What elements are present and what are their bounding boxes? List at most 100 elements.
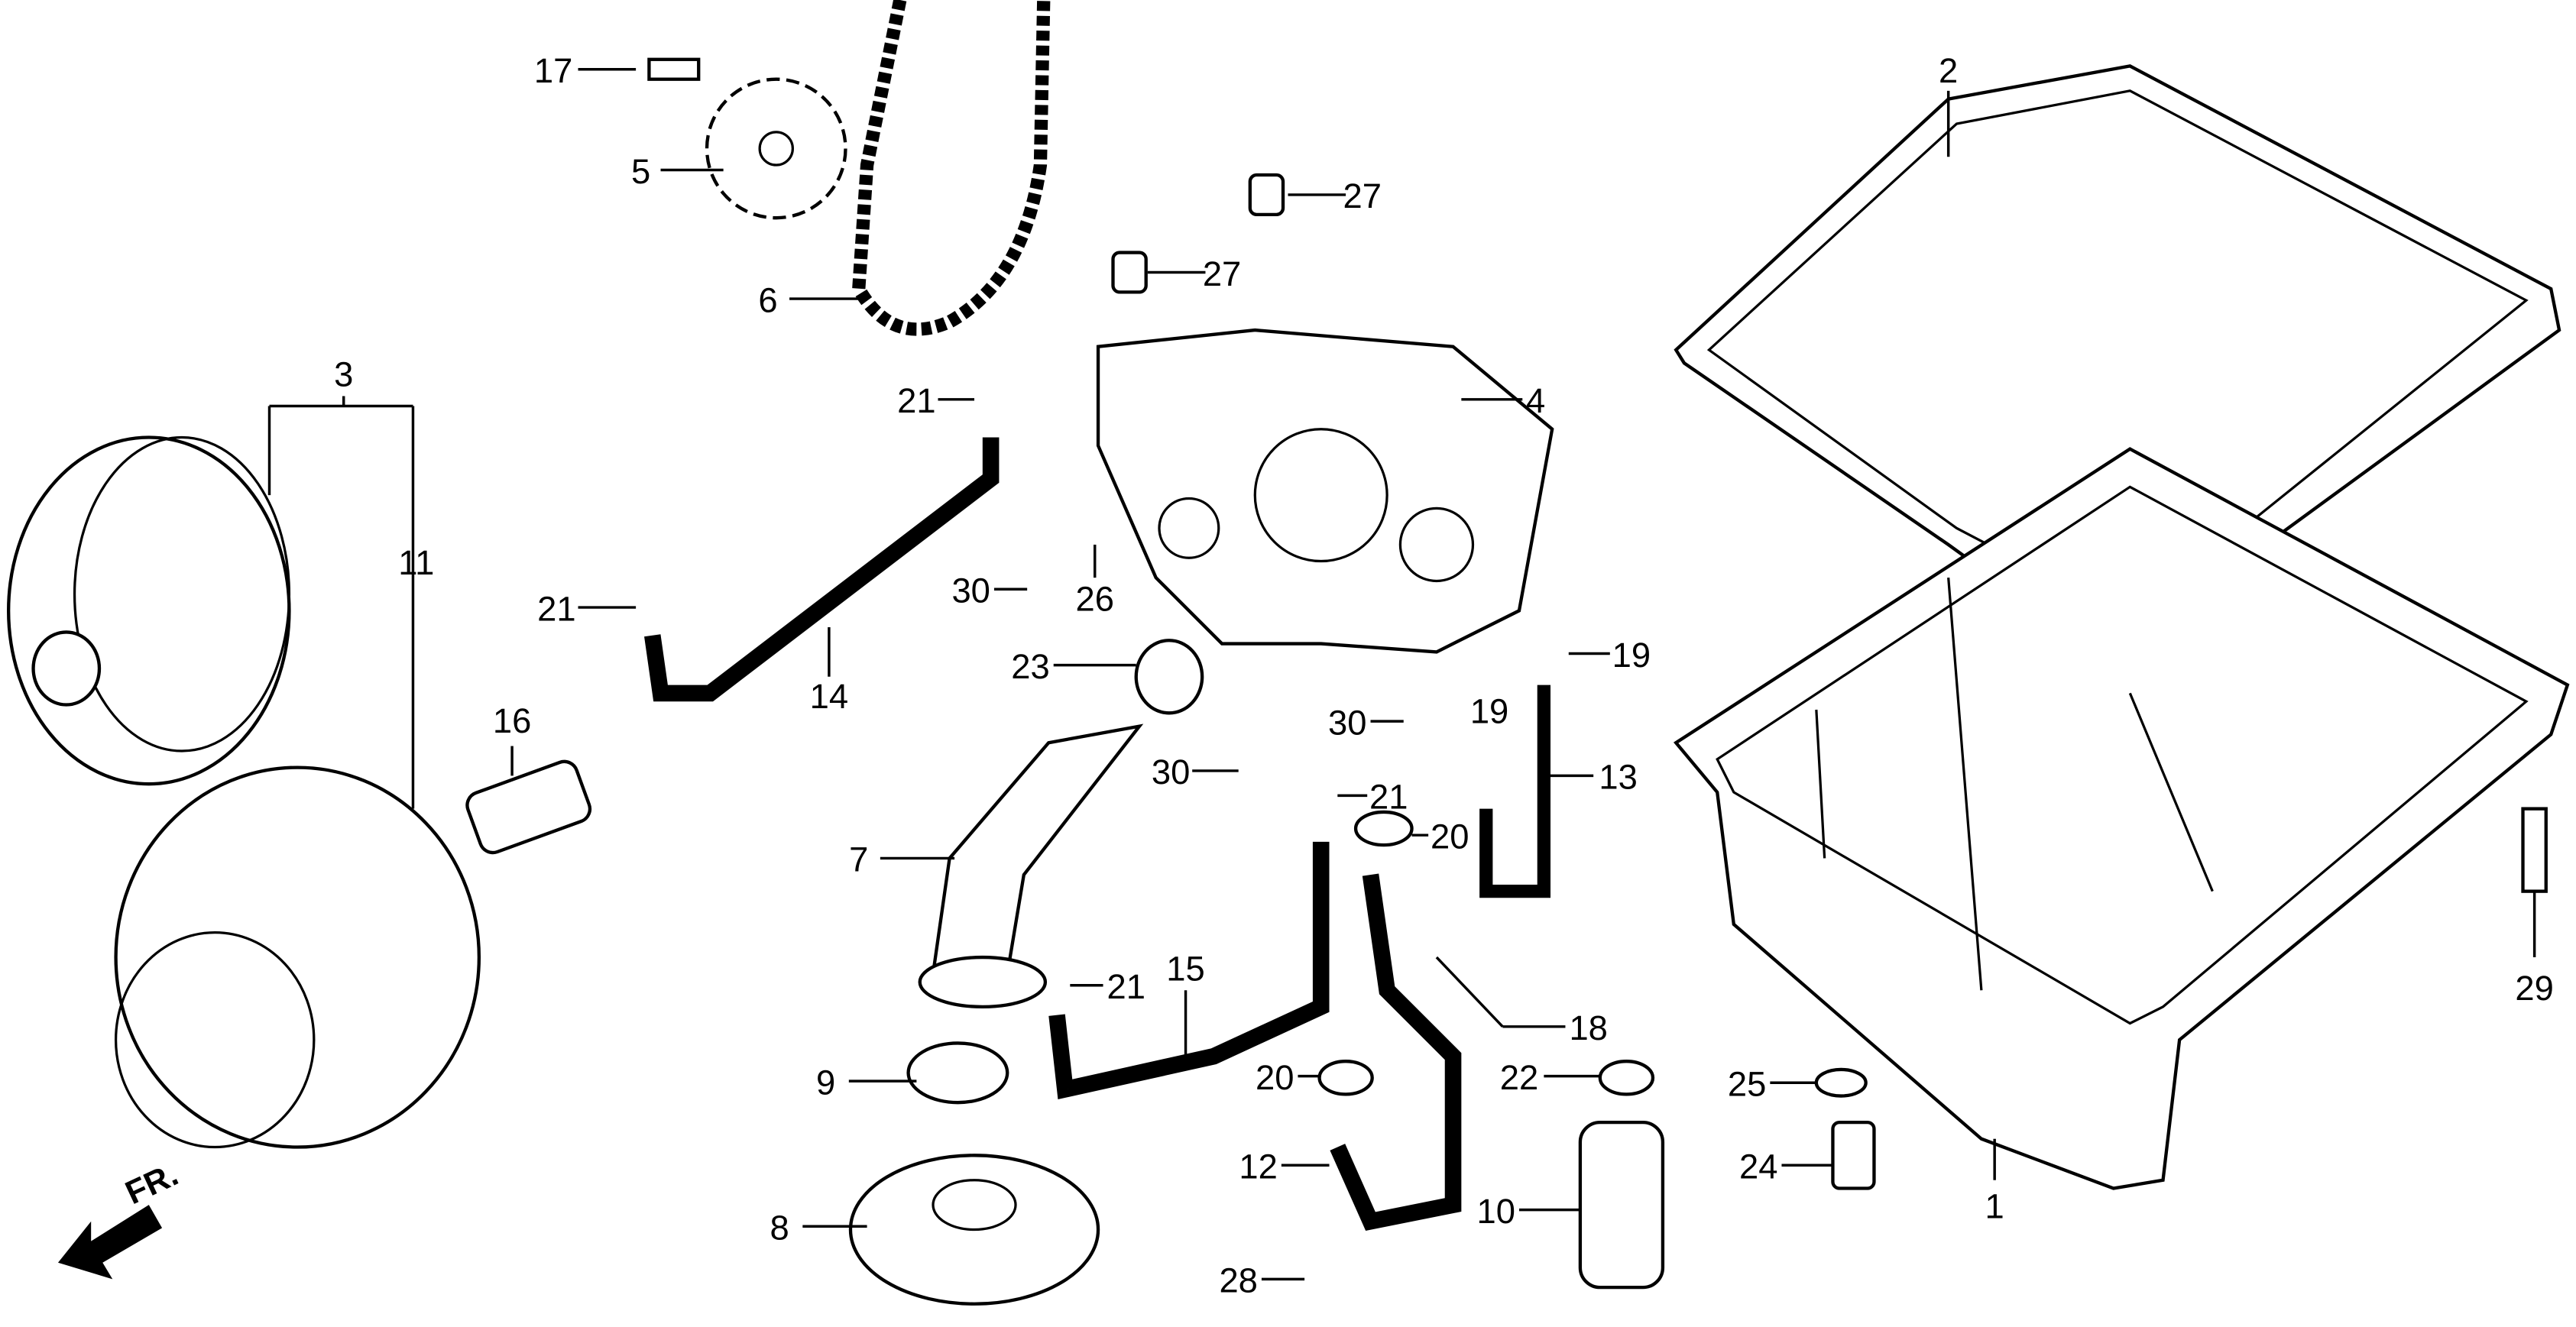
callout-27: 27	[1288, 176, 1382, 215]
callout-number: 30	[951, 571, 990, 610]
callout-3: 3	[267, 355, 415, 809]
callout-25: 25	[1728, 1065, 1816, 1104]
callout-number: 21	[537, 589, 575, 628]
callout-number: 2	[1939, 51, 1958, 90]
callout-number: 24	[1739, 1147, 1777, 1186]
callout-9: 9	[816, 1063, 917, 1102]
oil-pipe	[1048, 841, 1330, 1100]
callout-29: 29	[2515, 891, 2554, 1008]
callout-1: 1	[1985, 1138, 2004, 1225]
callout-8: 8	[770, 1208, 867, 1247]
bolt	[2521, 807, 2548, 893]
oil-pump	[1096, 328, 1554, 654]
callout-19: 19	[1568, 636, 1651, 675]
o-ring	[1317, 1060, 1374, 1096]
o-ring	[1598, 1060, 1655, 1096]
callout-13: 13	[1544, 758, 1638, 797]
callout-number: 23	[1011, 647, 1049, 686]
callout-4: 4	[1461, 381, 1545, 420]
callout-15: 15	[1166, 949, 1205, 1057]
callout-6: 6	[758, 280, 859, 319]
callout-27: 27	[1147, 254, 1241, 293]
dowel-pin	[1248, 173, 1285, 217]
oil-strainer	[931, 723, 1144, 976]
callout-21: 21	[1337, 778, 1408, 817]
callout-number: 21	[1369, 778, 1408, 817]
callout-30: 30	[951, 571, 1028, 610]
callout-number: 26	[1075, 579, 1113, 618]
callout-20: 20	[1411, 817, 1469, 856]
callout-number: 22	[1500, 1058, 1538, 1097]
callout-number: 17	[534, 51, 572, 90]
callout-5: 5	[631, 152, 724, 191]
callout-12: 12	[1239, 1147, 1330, 1186]
callout-number: 1	[1985, 1186, 2004, 1225]
callout-number: 15	[1166, 949, 1204, 988]
oil-pipe	[1479, 685, 1551, 898]
callout-number: 21	[1107, 967, 1145, 1006]
callout-23: 23	[1011, 647, 1136, 686]
callout-18: 18	[1435, 956, 1608, 1047]
callout-number: 7	[849, 840, 868, 879]
callout-number: 28	[1219, 1261, 1257, 1300]
callout-30: 30	[1328, 703, 1404, 742]
callout-number: 21	[897, 381, 935, 420]
callout-21: 21	[537, 589, 637, 628]
oil-filter-lower	[114, 765, 481, 1149]
callout-2: 2	[1939, 51, 1958, 157]
o-ring	[1353, 810, 1414, 847]
callout-number: 27	[1343, 176, 1381, 215]
callout-21: 21	[1070, 967, 1145, 1006]
oil-pipe	[644, 437, 1000, 702]
strainer-seal	[906, 1041, 1009, 1105]
callout-number: 20	[1431, 817, 1469, 856]
oil-pan	[1673, 447, 2570, 1190]
callout-number: 14	[810, 677, 848, 716]
callout-number: 16	[493, 701, 531, 740]
callout-number: 25	[1728, 1065, 1766, 1104]
callout-number: 30	[1152, 753, 1190, 791]
callout-22: 22	[1500, 1058, 1602, 1097]
callout-21: 21	[897, 381, 975, 420]
drain-bolt	[1831, 1120, 1876, 1190]
callout-number: 29	[2515, 969, 2553, 1008]
callout-28: 28	[1219, 1261, 1305, 1300]
callout-number: 11	[398, 543, 434, 582]
callout-number: 13	[1599, 758, 1637, 797]
callout-number: 5	[631, 152, 650, 191]
callout-7: 7	[849, 840, 955, 879]
callout-number: 20	[1256, 1058, 1294, 1097]
callout-number: 6	[758, 280, 777, 319]
oil-pump-sprocket	[705, 77, 847, 220]
oil-filter-nipple	[465, 759, 592, 855]
callout-number: 9	[816, 1063, 835, 1102]
callout-24: 24	[1739, 1147, 1833, 1186]
oil-pan-gasket	[1674, 64, 2561, 654]
callout-number: 3	[334, 355, 353, 394]
callout-number: 12	[1239, 1147, 1277, 1186]
callout-26: 26	[1075, 544, 1114, 618]
front-label: FR.	[120, 1156, 183, 1212]
callout-number: 10	[1476, 1192, 1515, 1231]
callout-number: 18	[1569, 1008, 1607, 1047]
callout-number: 4	[1526, 381, 1545, 420]
callout-11: 11	[398, 543, 434, 582]
front-direction-arrow: FR.	[57, 1156, 183, 1280]
callout-10: 10	[1476, 1192, 1580, 1231]
callout-16: 16	[493, 701, 531, 776]
callout-30: 30	[1152, 753, 1239, 791]
callout-14: 14	[810, 626, 848, 716]
bolt	[647, 57, 701, 81]
sealing-washer	[1814, 1067, 1868, 1098]
callout-number: 8	[770, 1208, 789, 1247]
leader-line	[1435, 956, 1504, 1028]
callout-20: 20	[1256, 1058, 1321, 1097]
o-ring	[1134, 639, 1204, 715]
callout-number: 19	[1612, 636, 1651, 675]
callout-number: 30	[1328, 703, 1366, 742]
callout-19: 19	[1470, 691, 1508, 730]
oil-pressure-switch	[1578, 1120, 1665, 1290]
callout-number: 19	[1470, 691, 1508, 730]
